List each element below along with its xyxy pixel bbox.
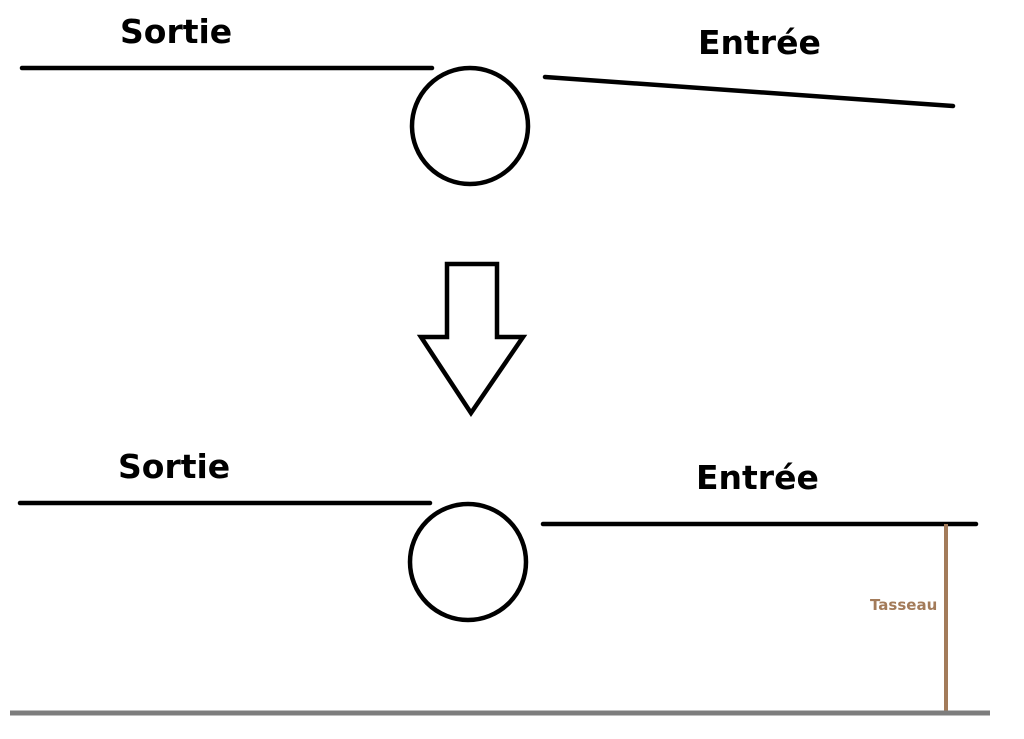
before-inlet-line-sloped: [542, 74, 956, 109]
after-inlet-label: Entrée: [696, 458, 819, 497]
before-pivot-circle: [409, 65, 531, 187]
after-scenario: Sortie Entrée Tasseau: [10, 447, 990, 716]
before-scenario: Sortie Entrée: [19, 12, 956, 187]
down-arrow-icon: [416, 261, 528, 418]
before-outlet-label: Sortie: [120, 12, 232, 51]
after-pivot-circle: [407, 501, 529, 623]
after-outlet-label: Sortie: [118, 447, 230, 486]
before-inlet-label: Entrée: [698, 23, 821, 62]
batten-label: Tasseau: [870, 596, 937, 614]
